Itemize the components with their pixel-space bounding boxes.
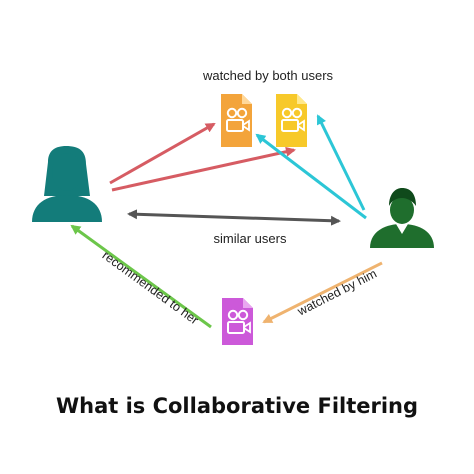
label-watched-both: watched by both users	[202, 68, 334, 83]
arrow-male-to-purple-doc	[262, 261, 383, 324]
female-user-icon	[32, 146, 102, 222]
label-recommended-to-her: recommended to her	[100, 248, 202, 327]
arrow-female-to-orange-doc	[109, 122, 216, 185]
arrow-purple-doc-to-female	[70, 224, 212, 329]
video-file-icon	[222, 298, 253, 345]
male-user-icon	[370, 188, 434, 248]
label-similar-users: similar users	[214, 231, 287, 246]
video-file-icon	[276, 94, 307, 147]
arrow-similar-users	[127, 209, 341, 226]
arrow-male-to-orange-doc	[255, 133, 367, 220]
video-file-icon	[221, 94, 252, 147]
label-watched-by-him: watched by him	[294, 266, 379, 318]
arrow-male-to-yellow-doc	[316, 114, 366, 211]
arrow-female-to-yellow-doc	[111, 146, 296, 192]
page-title: What is Collaborative Filtering	[55, 394, 419, 418]
